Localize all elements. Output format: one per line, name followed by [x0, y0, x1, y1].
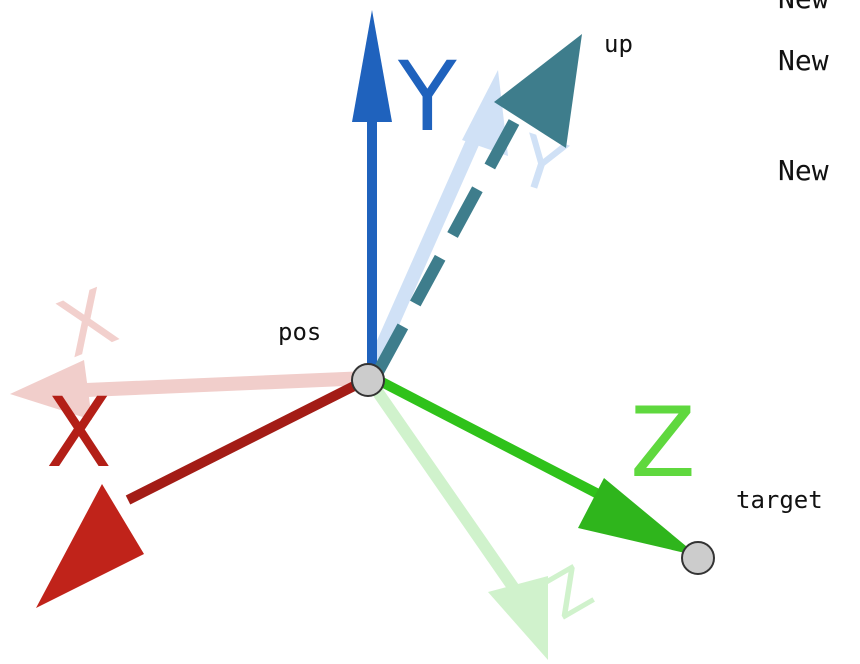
x-axis-arrowhead: [36, 484, 144, 608]
target-point: [681, 541, 715, 575]
note-line-2: New: [778, 44, 829, 77]
y-axis-arrowhead: [352, 10, 392, 122]
z-axis-arrowhead: [578, 478, 698, 556]
faded-x-arrowhead: [10, 360, 92, 420]
up-vector: up: [372, 30, 633, 375]
up-label: up: [604, 30, 633, 58]
x-axis-shaft: [125, 375, 369, 505]
up-vector-arrowhead: [494, 34, 582, 148]
y-axis: Y: [352, 10, 457, 378]
faded-x-label: X: [46, 272, 129, 375]
z-axis: Z: [375, 375, 698, 556]
target-label: target: [736, 486, 823, 514]
note-line-1: New: [778, 0, 829, 15]
faded-y-arrowhead: [462, 70, 508, 156]
faded-z-axis: [362, 372, 528, 606]
up-vector-dashed-line: [372, 119, 520, 375]
z-axis-label: Z: [630, 387, 696, 499]
x-axis: X: [36, 375, 369, 608]
faded-x-axis: [33, 371, 375, 399]
y-axis-label: Y: [397, 41, 457, 153]
pos-point: [351, 363, 385, 397]
faded-z-arrowhead: [488, 576, 548, 660]
cropped-text: New New New: [778, 0, 829, 187]
pos-label: pos: [278, 318, 321, 346]
note-line-3: New: [778, 154, 829, 187]
x-axis-label: X: [46, 377, 112, 489]
faded-y-axis: [361, 123, 485, 385]
z-axis-shaft: [375, 375, 605, 501]
